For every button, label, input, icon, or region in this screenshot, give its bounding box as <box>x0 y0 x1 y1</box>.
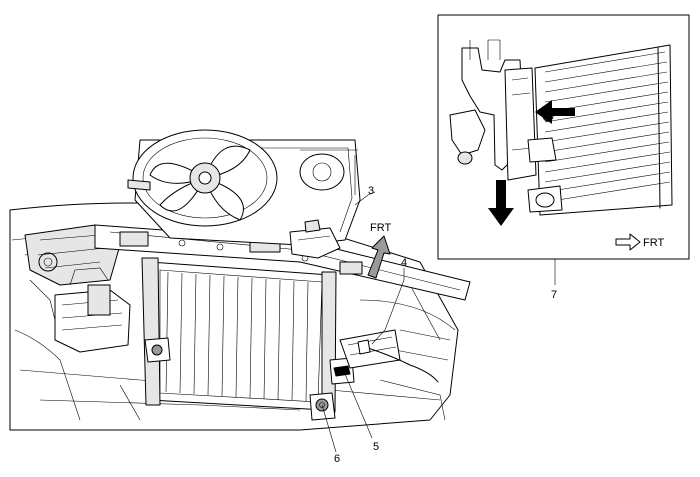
inset-front-indicator: FRT <box>615 233 664 251</box>
radiator-assembly <box>141 257 337 413</box>
callout-3: 3 <box>368 185 374 197</box>
callout-7: 7 <box>551 289 557 301</box>
callout-4: 4 <box>401 257 407 269</box>
inset-arrows <box>488 100 575 226</box>
front-direction-arrow: FRT <box>367 222 391 279</box>
callout-5: 5 <box>373 441 379 453</box>
refrigerant-line <box>357 339 439 383</box>
inset-detail: FRT 7 <box>437 14 690 301</box>
callouts: 3 4 5 6 <box>321 185 407 465</box>
callout-6: 6 <box>334 453 340 465</box>
condenser-core <box>534 44 673 216</box>
latch-bracket <box>289 219 341 259</box>
inset-frt-label: FRT <box>643 237 664 249</box>
cooling-fan-shroud <box>127 129 361 246</box>
engine-bay-view: FRT 3 4 5 6 <box>9 129 471 465</box>
frt-label: FRT <box>370 222 391 234</box>
